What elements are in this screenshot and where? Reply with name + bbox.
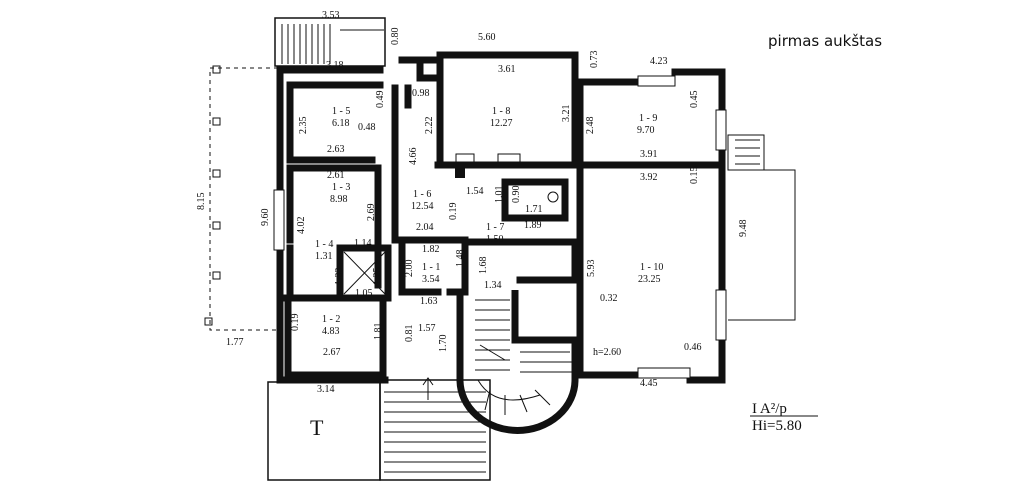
terrace-label: T [310, 415, 324, 440]
room-area: 12.27 [490, 118, 513, 129]
dimension: 1.77 [226, 337, 244, 348]
terrace-outline [209, 67, 281, 331]
dimension: 9.48 [738, 220, 749, 238]
fixtures [343, 153, 559, 295]
dimension: 3.21 [561, 105, 572, 123]
room-id: 1 - 8 [492, 106, 510, 117]
room-area: 6.18 [332, 118, 350, 129]
dimension: 1.25 [372, 268, 383, 286]
dimension: 3.18 [326, 60, 344, 71]
main-staircase [456, 290, 579, 434]
dimension: 0.81 [404, 325, 415, 343]
terrace-box [267, 381, 381, 481]
dimension: 0.90 [511, 186, 522, 204]
dimension: 1.33 [334, 268, 345, 286]
room-area: 3.54 [422, 274, 440, 285]
dimension: 5.93 [586, 260, 597, 278]
dimension: 0.19 [290, 314, 301, 332]
dimension: 8.15 [196, 193, 207, 211]
right-stair [727, 134, 796, 321]
room-area: 23.25 [638, 274, 661, 285]
room-area: 4.83 [322, 326, 340, 337]
windows [273, 75, 727, 379]
stamp: I A²/p Hi=5.80 [750, 401, 818, 434]
dimension: 1.14 [354, 238, 372, 249]
dimension: 3.61 [498, 64, 516, 75]
dimension: 4.02 [296, 217, 307, 235]
dimension: 4.45 [640, 378, 658, 389]
dimension: 2.22 [424, 117, 435, 135]
room-area: 1.50 [486, 234, 504, 245]
dimension: 2.00 [404, 260, 415, 278]
room-area: 12.54 [411, 201, 434, 212]
dimension-labels: 3.53 0.80 3.18 5.60 3.61 0.73 4.23 0.45 … [196, 10, 749, 395]
dimension: 2.61 [327, 170, 345, 181]
room-area: 1.31 [315, 251, 333, 262]
dimension: 1.57 [418, 323, 436, 334]
dimension: 0.46 [684, 342, 702, 353]
room-id: 1 - 1 [422, 262, 440, 273]
dimension: 3.14 [317, 384, 335, 395]
dimension: 2.48 [585, 117, 596, 135]
dimension: 0.48 [358, 122, 376, 133]
room-area: 8.98 [330, 194, 348, 205]
dimension: 1.48 [455, 250, 466, 268]
dimension: 0.45 [689, 91, 700, 109]
interior-walls [281, 78, 722, 379]
room-labels: 1 - 5 6.18 1 - 3 8.98 1 - 4 1.31 1 - 2 4… [315, 106, 663, 337]
dimension: 1.01 [494, 186, 505, 204]
upper-entrance-stair [274, 17, 386, 67]
dimension: 0.32 [600, 293, 618, 304]
room-id: 1 - 5 [332, 106, 350, 117]
dimension: 3.92 [640, 172, 658, 183]
dimension: 4.66 [408, 148, 419, 166]
dimension: 5.60 [478, 32, 496, 43]
lower-entrance-stair [379, 377, 491, 481]
stamp-line1: I A²/p [752, 401, 787, 417]
dimension: 1.68 [478, 257, 489, 275]
dimension: 2.63 [327, 144, 345, 155]
room-id: 1 - 4 [315, 239, 333, 250]
room-id: 1 - 3 [332, 182, 350, 193]
ceiling-height-note: h=2.60 [593, 347, 621, 358]
exterior-walls [276, 51, 726, 384]
dimension: 1.34 [484, 280, 502, 291]
dimension: 1.70 [438, 335, 449, 353]
dimension: 0.15 [689, 167, 700, 185]
dimension: 0.80 [390, 28, 401, 46]
dimension: 1.89 [524, 220, 542, 231]
dimension: 2.04 [416, 222, 434, 233]
stamp-line2: Hi=5.80 [752, 418, 802, 434]
dimension: 0.49 [375, 91, 386, 109]
dimension: 9.60 [260, 209, 271, 227]
dimension: 1.63 [420, 296, 438, 307]
dimension: 3.91 [640, 149, 658, 160]
dimension: 3.53 [322, 10, 340, 21]
dimension: 2.35 [298, 117, 309, 135]
room-id: 1 - 6 [413, 189, 431, 200]
dimension: 1.82 [422, 244, 440, 255]
dimension: 4.23 [650, 56, 668, 67]
room-id: 1 - 9 [639, 113, 657, 124]
dimension: 2.67 [323, 347, 341, 358]
dimension: 0.73 [589, 51, 600, 69]
dimension: 1.71 [525, 204, 543, 215]
dimension: 0.98 [412, 88, 430, 99]
terrace-posts [204, 65, 221, 326]
plan-title: pirmas aukštas [768, 32, 882, 50]
dimension: 0.19 [448, 203, 459, 221]
room-area: 9.70 [637, 125, 655, 136]
room-id: 1 - 7 [486, 222, 504, 233]
dimension: 2.69 [366, 204, 377, 222]
room-id: 1 - 2 [322, 314, 340, 325]
dimension: 1.05 [355, 288, 373, 299]
dimension: 1.54 [466, 186, 484, 197]
dimension: 1.81 [373, 323, 384, 341]
room-id: 1 - 10 [640, 262, 663, 273]
